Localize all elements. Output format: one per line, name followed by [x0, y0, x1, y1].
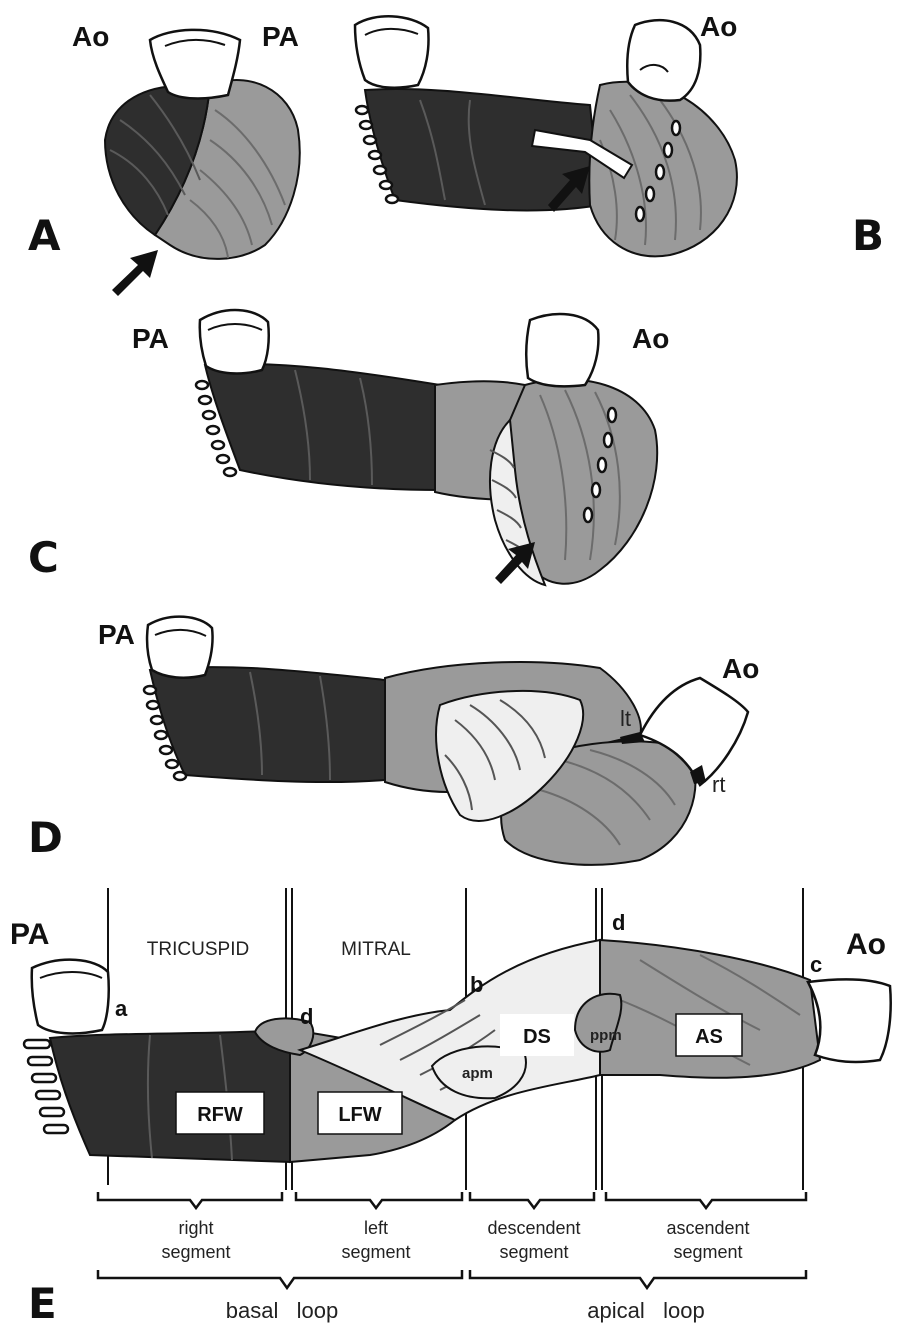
panel-e-ppm-label: ppm: [590, 1027, 622, 1044]
panel-e-mitral-label: MITRAL: [341, 939, 411, 960]
panel-d-lt-label: lt: [620, 706, 631, 731]
segment-descendent-line2: segment: [499, 1242, 568, 1262]
panel-e-tricuspid-label: TRICUSPID: [147, 939, 249, 960]
panel-c-pa-label: PA: [132, 323, 169, 354]
brace-left-segment: [296, 1192, 462, 1208]
brace-ascendent-segment: [606, 1192, 806, 1208]
panel-b-ao-label: Ao: [700, 11, 737, 42]
segment-left-line1: left: [364, 1218, 388, 1238]
panel-e-pa-label: PA: [10, 918, 49, 951]
panel-c-aorta: [526, 314, 598, 386]
panel-c: PA Ao C: [28, 310, 669, 585]
panel-d: PA Ao lt rt D: [28, 617, 759, 865]
segment-ascendent-line1: ascendent: [666, 1218, 749, 1238]
panel-b-letter: B: [852, 211, 884, 260]
panel-a-letter: A: [28, 211, 61, 260]
panel-d-pa-label: PA: [98, 619, 135, 650]
loop-basal-label: basal loop: [226, 1298, 339, 1323]
panel-c-dark-band: [205, 364, 440, 490]
panel-e-aorta: [808, 979, 891, 1062]
panel-b-aorta: [627, 20, 700, 100]
panel-d-letter: D: [28, 813, 63, 862]
point-c-label: c: [810, 952, 822, 977]
loop-apical-label: apical loop: [587, 1298, 704, 1323]
panel-a: Ao PA A: [28, 21, 300, 296]
panel-e-pa: [32, 960, 109, 1034]
brace-descendent-segment: [470, 1192, 594, 1208]
brace-right-segment: [98, 1192, 282, 1208]
point-d2-label: d: [612, 910, 625, 935]
panel-c-letter: C: [28, 533, 59, 582]
panel-d-pa: [147, 617, 212, 678]
panel-a-pa-label: PA: [262, 21, 299, 52]
panel-d-ao-label: Ao: [722, 653, 759, 684]
point-d1-label: d: [300, 1004, 313, 1029]
panel-e: RFW LFW DS AS apm ppm TRICUSPID MITRAL P…: [10, 888, 891, 1326]
segment-descendent-line1: descendent: [487, 1218, 580, 1238]
point-b-label: b: [470, 972, 483, 997]
panel-b: Ao B: [355, 11, 884, 260]
panel-c-ao-label: Ao: [632, 323, 669, 354]
panel-e-ao-label: Ao: [846, 928, 886, 961]
panel-a-arrow: [112, 250, 158, 296]
panel-e-rfw-label: RFW: [197, 1104, 243, 1126]
brace-apical-loop: [470, 1270, 806, 1288]
brace-basal-loop: [98, 1270, 462, 1288]
panel-a-ao-label: Ao: [72, 21, 109, 52]
point-a-label: a: [115, 996, 128, 1021]
segment-ascendent-line2: segment: [673, 1242, 742, 1262]
panel-e-lfw-label: LFW: [338, 1104, 381, 1126]
panel-e-letter: E: [28, 1279, 57, 1326]
panel-b-pa: [355, 16, 429, 87]
panel-d-dark-band: [150, 667, 385, 782]
panel-e-apm-label: apm: [462, 1065, 493, 1082]
panel-d-rt-label: rt: [712, 772, 725, 797]
segment-right-line1: right: [178, 1218, 213, 1238]
segment-left-line2: segment: [341, 1242, 410, 1262]
panel-e-as-label: AS: [695, 1026, 723, 1048]
segment-right-line2: segment: [161, 1242, 230, 1262]
panel-c-pa: [200, 310, 269, 373]
panel-e-ds-label: DS: [523, 1026, 551, 1048]
